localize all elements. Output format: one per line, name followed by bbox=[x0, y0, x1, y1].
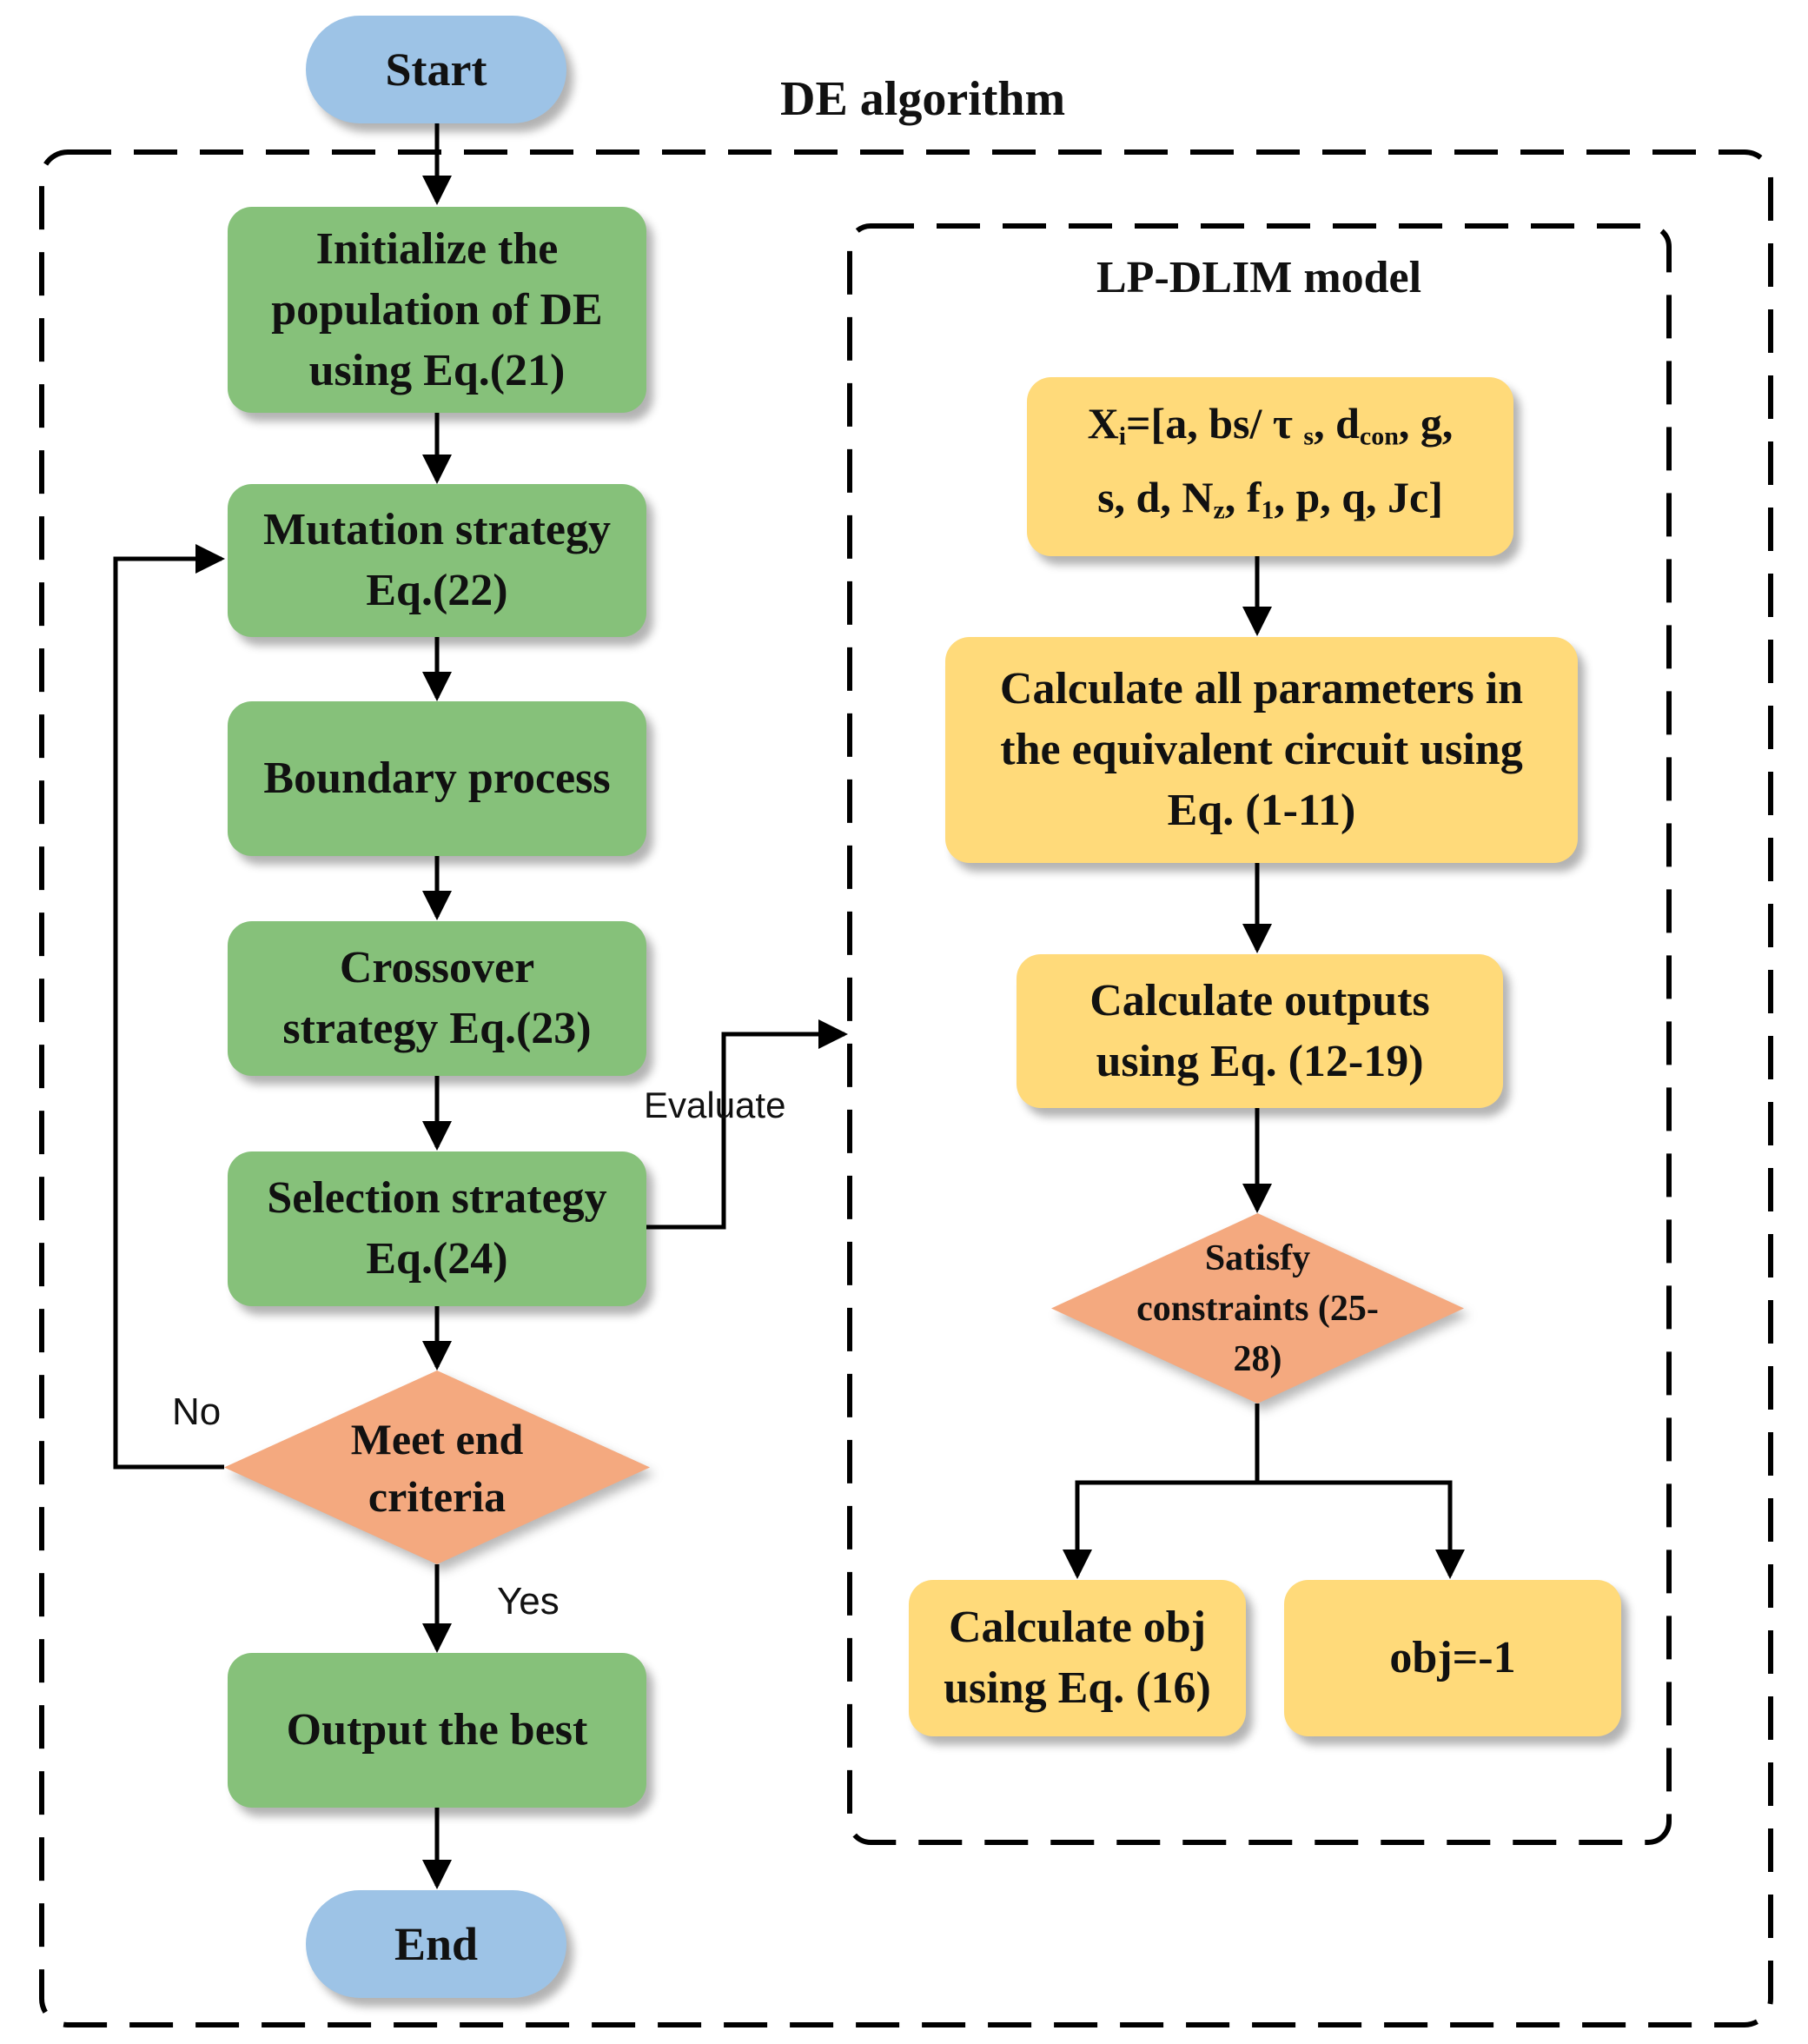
obj-neg-label: obj=-1 bbox=[1389, 1633, 1516, 1682]
end-criteria-label: Meet end criteria bbox=[350, 1414, 524, 1521]
evaluate-edge-label: Evaluate bbox=[644, 1085, 786, 1125]
selection-strategy-label: Selection strategy Eq.(24) bbox=[267, 1173, 607, 1284]
design-vector-label: Xi=[a, bs/ τ s, dcon, g, s, d, Nz, f1, p… bbox=[1087, 398, 1454, 525]
constraints-decision: Satisfy constraints (25- 28) bbox=[1051, 1213, 1464, 1404]
edge-constraints-branch bbox=[1063, 1404, 1260, 1579]
init-population-label: Initialize the population of DE using Eq… bbox=[271, 223, 603, 395]
start-label: Start bbox=[385, 43, 487, 96]
end-label: End bbox=[394, 1918, 479, 1970]
constraints-label: Satisfy constraints (25- 28) bbox=[1136, 1238, 1379, 1379]
design-vector-node: Xi=[a, bs/ τ s, dcon, g, s, d, Nz, f1, p… bbox=[1027, 377, 1513, 556]
crossover-strategy-node: Crossover strategy Eq.(23) bbox=[228, 921, 646, 1076]
calc-parameters-label: Calculate all parameters in the equivale… bbox=[999, 664, 1524, 835]
calc-outputs-node: Calculate outputs using Eq. (12-19) bbox=[1017, 954, 1503, 1108]
crossover-strategy-label: Crossover strategy Eq.(23) bbox=[282, 943, 592, 1053]
calc-parameters-node: Calculate all parameters in the equivale… bbox=[945, 637, 1578, 863]
obj-neg-node: obj=-1 bbox=[1284, 1580, 1621, 1736]
output-best-node: Output the best bbox=[228, 1653, 646, 1808]
selection-strategy-node: Selection strategy Eq.(24) bbox=[228, 1151, 646, 1306]
output-best-label: Output the best bbox=[286, 1705, 588, 1755]
mutation-strategy-node: Mutation strategy Eq.(22) bbox=[228, 484, 646, 637]
start-terminal: Start bbox=[306, 16, 566, 123]
lp-dlim-group-frame bbox=[847, 223, 1672, 1845]
boundary-process-node: Boundary process bbox=[228, 701, 646, 856]
no-edge-label: No bbox=[172, 1390, 222, 1433]
end-terminal: End bbox=[306, 1890, 566, 1998]
lp-dlim-model-label: LP-DLIM model bbox=[1096, 253, 1422, 302]
end-criteria-diamond-shape bbox=[224, 1370, 650, 1564]
yes-edge-label: Yes bbox=[497, 1580, 560, 1623]
calc-obj-node: Calculate obj using Eq. (16) bbox=[909, 1580, 1246, 1736]
edge-selection-evaluate bbox=[645, 1019, 848, 1230]
constraints-diamond-shape bbox=[1051, 1213, 1464, 1404]
calc-outputs-label: Calculate outputs using Eq. (12-19) bbox=[1089, 975, 1430, 1086]
boundary-process-label: Boundary process bbox=[263, 753, 611, 803]
de-algorithm-label: DE algorithm bbox=[780, 72, 1066, 126]
mutation-strategy-label: Mutation strategy Eq.(22) bbox=[262, 505, 612, 615]
edge-constraints-to-obj-neg bbox=[1257, 1480, 1465, 1579]
calc-obj-label: Calculate obj using Eq. (16) bbox=[944, 1603, 1211, 1713]
init-population-node: Initialize the population of DE using Eq… bbox=[228, 207, 646, 413]
end-criteria-decision: Meet end criteria bbox=[224, 1370, 650, 1564]
edge-criteria-no-loop bbox=[113, 544, 225, 1470]
